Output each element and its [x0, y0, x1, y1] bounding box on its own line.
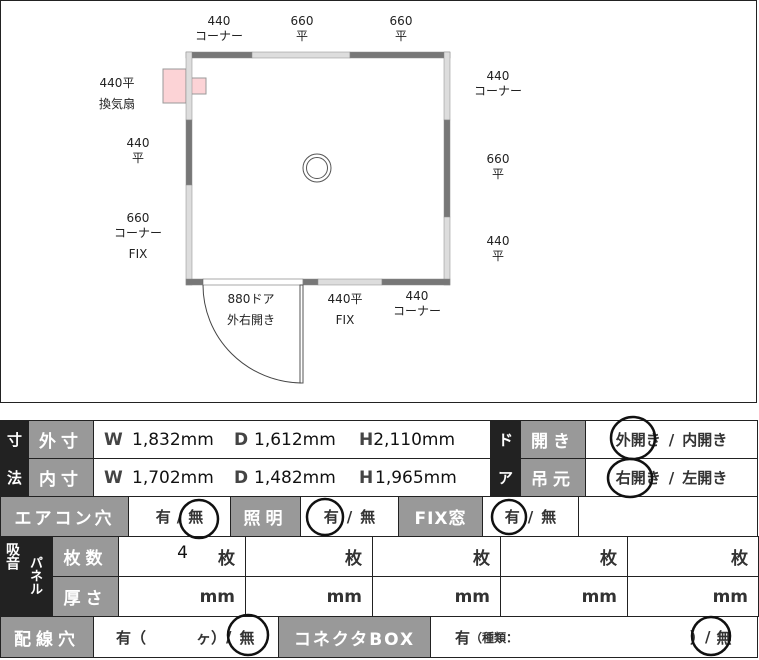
count-unit: 枚 — [731, 549, 748, 569]
ceiling-light — [302, 153, 331, 182]
blank-cell — [578, 496, 758, 537]
count-cell[interactable]: 枚 — [500, 536, 628, 577]
dim-head-2: 法 — [0, 458, 29, 497]
thickness-cell[interactable]: mm — [118, 576, 246, 617]
count-unit: 枚 — [345, 549, 362, 569]
connector-box-label: コネクタBOX — [278, 616, 431, 658]
thickness-label: 厚さ — [52, 576, 119, 617]
thickness-unit: mm — [454, 586, 490, 607]
panel-head-sub: パネル — [27, 556, 42, 595]
door-hinge-label: 吊元 — [520, 458, 586, 497]
thickness-unit: mm — [581, 586, 617, 607]
count-label: 枚数 — [52, 536, 119, 577]
outer-label: 外寸 — [28, 420, 94, 459]
door-head-2: ア — [490, 458, 521, 497]
label-bottom-door: 880ドア外右開き — [226, 292, 276, 327]
door-head-1: ド — [490, 420, 521, 459]
count-cell[interactable]: 枚 — [245, 536, 373, 577]
thickness-cell[interactable]: mm — [500, 576, 628, 617]
dim-head-1: 寸 — [0, 420, 29, 459]
door-open-options[interactable]: 外開き/内開き — [585, 420, 758, 459]
door-hinge-options[interactable]: 右開き/左開き — [585, 458, 758, 497]
inner-label: 内寸 — [28, 458, 94, 497]
aircon-options[interactable]: 有/無 — [128, 496, 231, 537]
thickness-cell[interactable]: mm — [372, 576, 501, 617]
count-cell[interactable]: 枚 — [372, 536, 501, 577]
door-leaf — [299, 284, 303, 383]
booth-drawing — [162, 51, 450, 383]
door-open-label: 開き — [520, 420, 586, 459]
count-value: 4 — [177, 542, 188, 563]
vent-fan-inner — [190, 77, 206, 94]
fix-window-options[interactable]: 有/無 — [482, 496, 579, 537]
thickness-cell[interactable]: mm — [627, 576, 759, 617]
thickness-unit: mm — [326, 586, 362, 607]
count-cell[interactable]: 枚 — [627, 536, 759, 577]
vent-fan-outer — [162, 68, 186, 103]
panel-head-main: 吸音 — [4, 542, 20, 570]
light-label: 照明 — [230, 496, 301, 537]
connector-box-options[interactable]: 有（種類：）/無 — [430, 616, 758, 658]
label-left-1: 440平換気扇 — [98, 76, 136, 111]
walls — [185, 51, 450, 285]
count-unit: 枚 — [600, 549, 617, 569]
thickness-unit: mm — [199, 586, 235, 607]
aircon-label: エアコン穴 — [0, 496, 129, 537]
light-options[interactable]: 有/無 — [300, 496, 399, 537]
wiring-options[interactable]: 有（ヶ）/無 — [93, 616, 279, 658]
fix-window-label: FIX窓 — [398, 496, 483, 537]
thickness-unit: mm — [712, 586, 748, 607]
wiring-label: 配線穴 — [0, 616, 94, 658]
count-unit: 枚 — [473, 549, 490, 569]
door-swing-arc — [202, 284, 301, 383]
thickness-cell[interactable]: mm — [245, 576, 373, 617]
count-unit: 枚 — [218, 549, 235, 569]
